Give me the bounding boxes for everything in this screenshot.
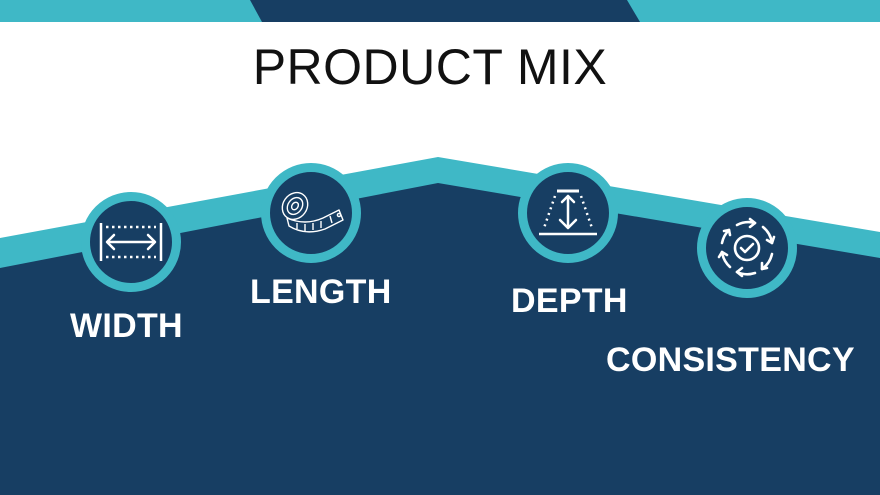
- measuring-tape-icon: [281, 191, 344, 233]
- width-circle: [81, 192, 181, 292]
- label-consistency: CONSISTENCY: [606, 341, 855, 379]
- depth-arrow-icon: [539, 189, 597, 236]
- label-width: WIDTH: [70, 307, 183, 345]
- consistency-circle: [697, 198, 797, 298]
- label-depth: DEPTH: [511, 282, 628, 320]
- width-arrows-icon: [99, 223, 163, 261]
- top-band-navy: [250, 0, 640, 22]
- page-title: PRODUCT MIX: [252, 39, 608, 95]
- length-circle: [261, 163, 361, 263]
- depth-circle: [518, 163, 618, 263]
- cycle-check-icon: [717, 217, 776, 278]
- mountain-navy-body: [0, 183, 880, 495]
- label-length: LENGTH: [250, 273, 392, 311]
